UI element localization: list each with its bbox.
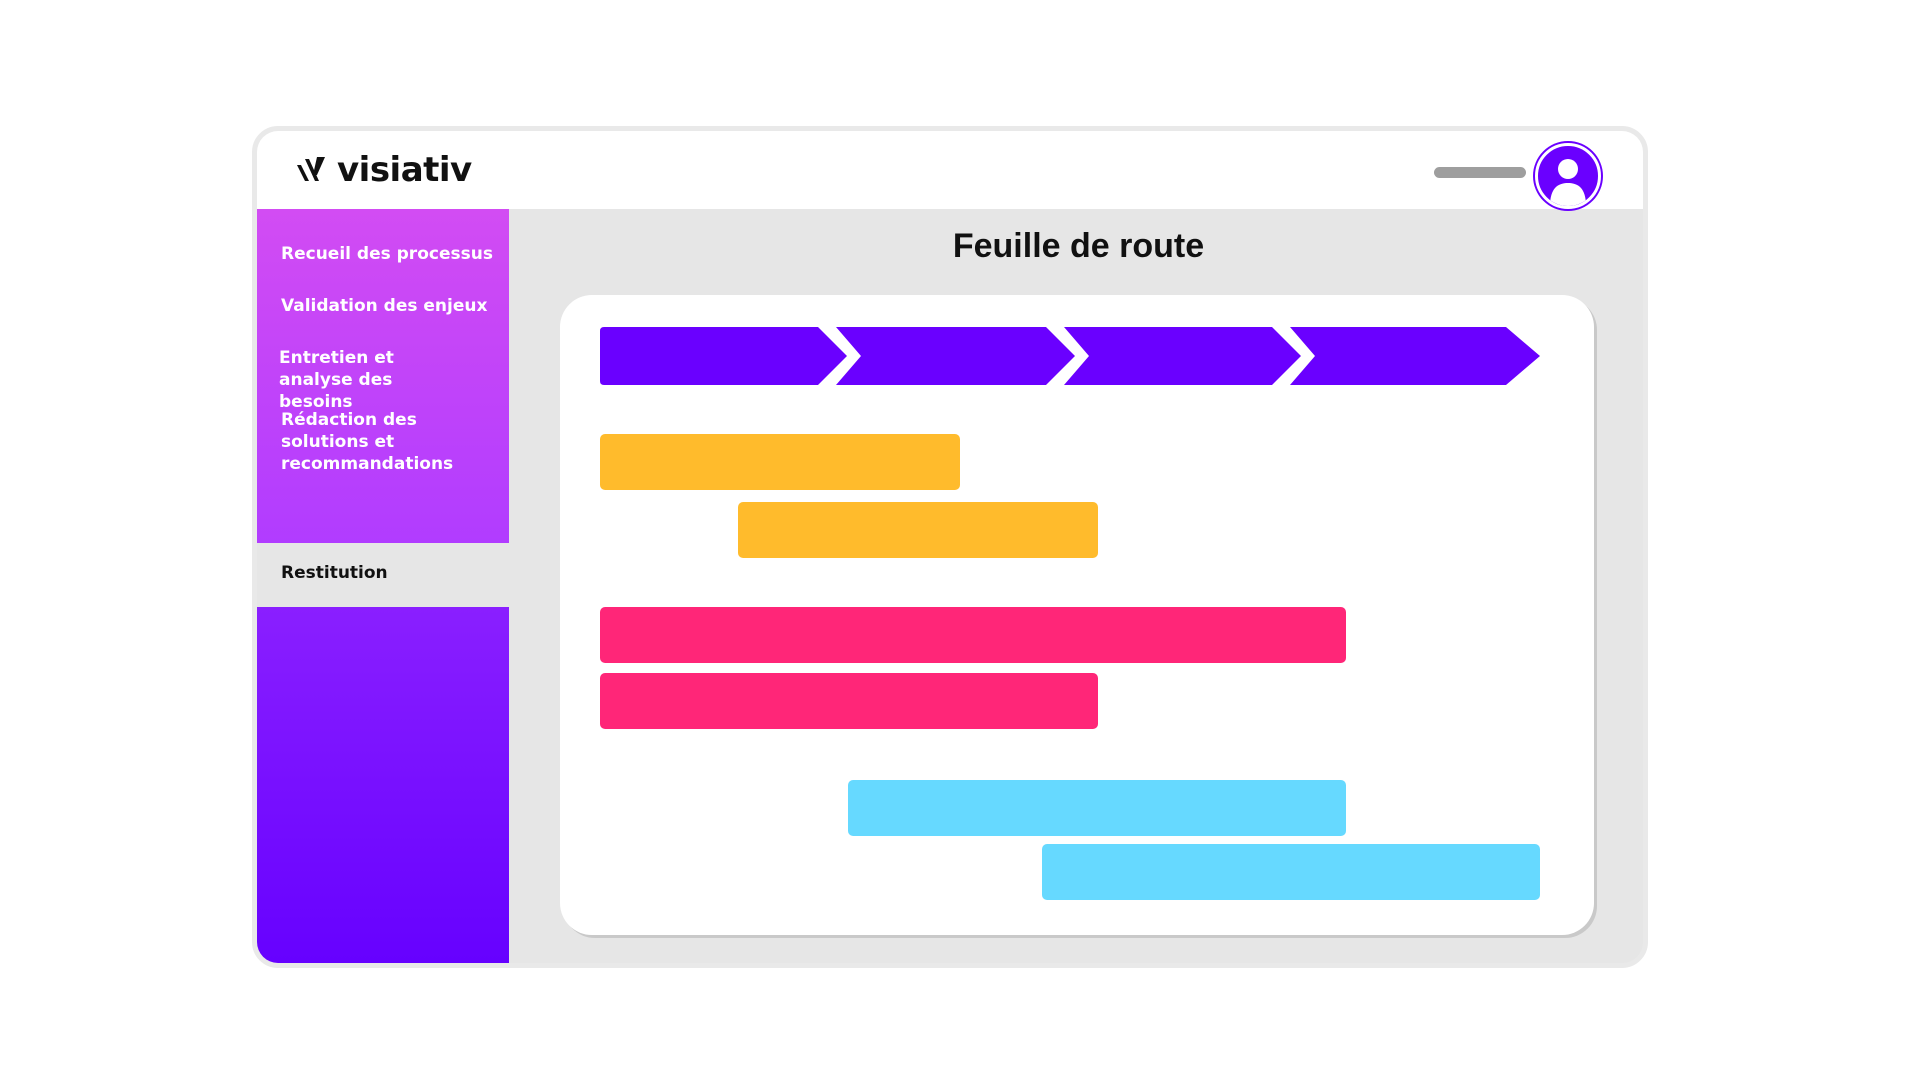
sidebar-item-validation[interactable]: Validation des enjeux: [281, 296, 488, 316]
user-name-placeholder: [1434, 167, 1526, 178]
person-icon: [1550, 159, 1586, 206]
task-bar-pink-2[interactable]: [600, 673, 1098, 729]
sidebar-item-label: Restitution: [281, 563, 388, 583]
sidebar-steps: Recueil des processus Validation des enj…: [257, 209, 509, 543]
phase-arrow-1: [600, 327, 847, 385]
visiativ-logo-icon: [297, 157, 325, 181]
task-bar-cyan-2[interactable]: [1042, 844, 1540, 900]
sidebar-fill: [257, 607, 509, 963]
phase-arrow-3: [1064, 327, 1301, 385]
sidebar-item-restitution[interactable]: Restitution: [257, 543, 509, 607]
task-bar-pink-1[interactable]: [600, 607, 1346, 663]
phase-arrow-2: [836, 327, 1075, 385]
brand-name: visiativ: [337, 150, 472, 190]
sidebar-item-redaction[interactable]: Rédaction des solutions et recommandatio…: [281, 410, 454, 474]
brand-logo[interactable]: visiativ: [295, 147, 472, 193]
phase-arrow-4: [1290, 327, 1540, 385]
user-avatar-icon[interactable]: [1535, 143, 1601, 209]
task-bar-orange-2[interactable]: [738, 502, 1098, 558]
task-bar-cyan-1[interactable]: [848, 780, 1346, 836]
page-title: Feuille de route: [952, 227, 1205, 265]
top-bar: visiativ: [257, 131, 1643, 209]
task-bar-orange-1[interactable]: [600, 434, 960, 490]
sidebar-item-recueil[interactable]: Recueil des processus: [281, 244, 493, 264]
sidebar: Recueil des processus Validation des enj…: [257, 209, 509, 963]
sidebar-item-entretien[interactable]: Entretien et analyse des besoins: [279, 348, 394, 412]
phase-arrows: [600, 327, 1540, 385]
app-window: visiativ Recueil des processus Validatio…: [252, 126, 1648, 968]
roadmap-card: [560, 295, 1594, 935]
